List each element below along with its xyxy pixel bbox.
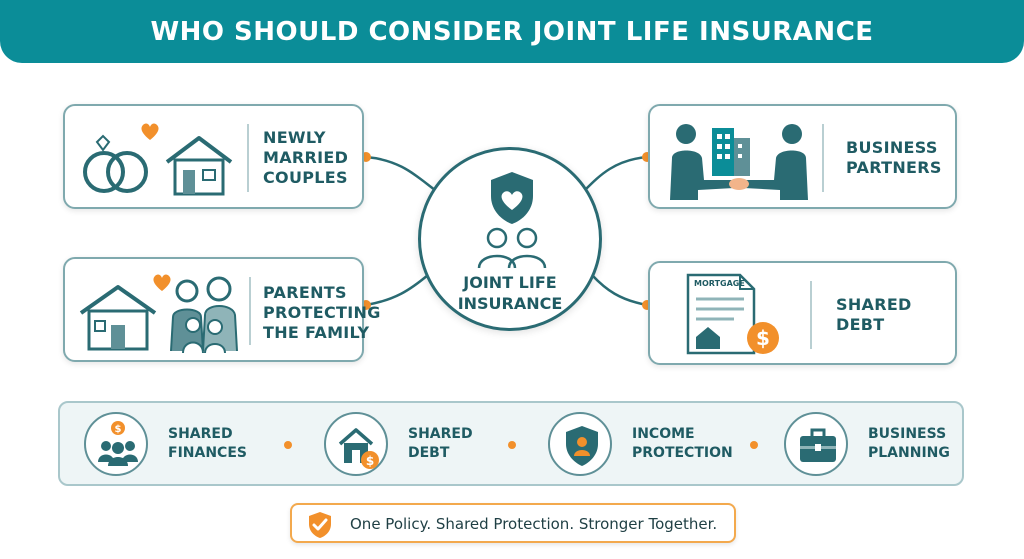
two-people-icon [477, 227, 547, 269]
tagline-box: One Policy. Shared Protection. Stronger … [290, 503, 736, 543]
briefcase-icon [800, 428, 836, 462]
document-text: MORTGAGE [694, 279, 745, 288]
strip-separator-dot [508, 441, 516, 449]
wedding-rings-icon [83, 134, 148, 193]
connector-newly-married [365, 155, 436, 191]
card-divider [822, 124, 824, 192]
card-shared-debt: MORTGAGE $ SHARED DEBT [648, 261, 957, 365]
card-business-partners: BUSINESS PARTNERS [648, 104, 957, 209]
family-icon [170, 276, 238, 354]
card-label: PARENTS PROTECTING THE FAMILY [263, 283, 381, 342]
dollar-coin-icon: $ [747, 322, 779, 354]
house-icon [165, 136, 233, 196]
card-divider [810, 281, 812, 349]
card-label: BUSINESS PARTNERS [846, 138, 942, 177]
strip-separator-dot [284, 441, 292, 449]
card-divider [249, 277, 251, 345]
svg-text:$: $ [115, 424, 122, 435]
card-newly-married: NEWLY MARRIED COUPLES [63, 104, 364, 209]
connector-shared-debt [591, 274, 648, 307]
strip-separator-dot [750, 441, 758, 449]
group-dollar-icon: $ [98, 421, 138, 466]
svg-text:$: $ [756, 326, 770, 350]
joint-life-hub: JOINT LIFE INSURANCE [418, 147, 602, 331]
strip-label: SHARED FINANCES [168, 426, 247, 461]
office-building-icon [712, 128, 750, 176]
shield-person-icon [566, 426, 598, 466]
strip-label: INCOME PROTECTION [632, 426, 733, 461]
shield-heart-icon [491, 172, 533, 224]
hub-label: JOINT LIFE INSURANCE [457, 273, 563, 313]
connector-business-partners [584, 155, 648, 191]
house-dollar-icon: $ [338, 428, 379, 469]
benefits-strip: $ SHARED FINANCES $ SHARED DEBT [58, 401, 964, 486]
strip-icon-circle [784, 412, 848, 476]
card-parents: PARENTS PROTECTING THE FAMILY [63, 257, 380, 362]
strip-label: BUSINESS PLANNING [868, 426, 950, 461]
header-banner: WHO SHOULD CONSIDER JOINT LIFE INSURANCE [0, 0, 1024, 63]
strip-icon-circle [548, 412, 612, 476]
house-icon [79, 285, 157, 351]
strip-icon-circle: $ [324, 412, 388, 476]
connector-parents [365, 274, 429, 307]
heart-icon [141, 123, 159, 140]
card-divider [247, 124, 249, 192]
card-label: SHARED DEBT [836, 295, 912, 334]
page-title: WHO SHOULD CONSIDER JOINT LIFE INSURANCE [150, 16, 874, 47]
strip-icon-circle: $ [84, 412, 148, 476]
tagline-text: One Policy. Shared Protection. Stronger … [350, 515, 718, 533]
card-label: NEWLY MARRIED COUPLES [263, 128, 349, 187]
mortgage-document-icon [686, 273, 756, 355]
handshake-businessmen-icon [670, 124, 808, 200]
shield-check-icon [309, 512, 331, 538]
svg-text:$: $ [366, 454, 374, 468]
heart-icon [153, 274, 171, 291]
strip-label: SHARED DEBT [408, 426, 473, 461]
